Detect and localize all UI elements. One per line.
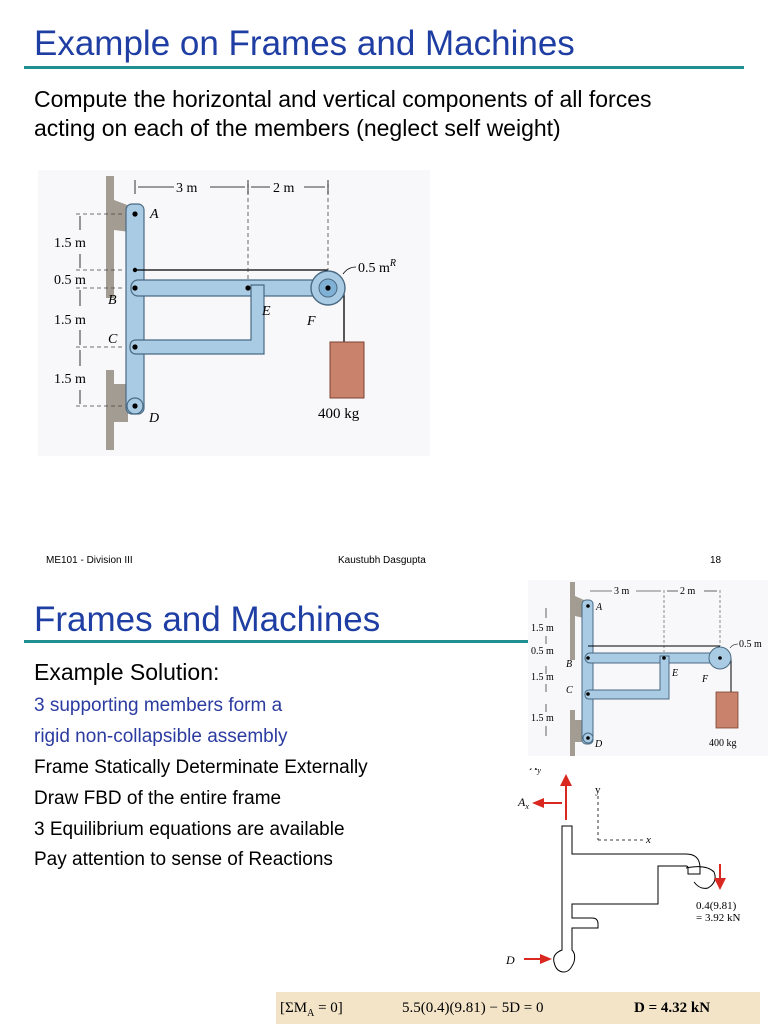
dim-1-5m-mid: 1.5 m <box>531 672 554 683</box>
dim-1-5m-bottom: 1.5 m <box>531 713 554 724</box>
dim-0-5m: 0.5 m <box>54 273 86 288</box>
member-CE <box>584 655 670 700</box>
label-E: E <box>261 304 271 319</box>
label-F: F <box>701 674 709 685</box>
label-B: B <box>566 659 572 670</box>
dim-3m: 3 m <box>614 586 630 597</box>
label-A: A <box>595 602 603 613</box>
mass-block <box>715 691 739 729</box>
solution-subtitle: Example Solution: <box>34 659 220 685</box>
label-D: D <box>148 411 159 426</box>
dim-1-5m-top: 1.5 m <box>54 236 86 251</box>
label-C: C <box>566 685 573 696</box>
slide-2: Frames and Machines Example Solution: 3 … <box>0 580 768 1024</box>
dim-2m: 2 m <box>680 586 696 597</box>
equation-moment: [ΣMA = 0] <box>280 1000 343 1019</box>
lower-wall <box>106 370 128 450</box>
solution-line-3: Frame Statically Determinate Externally <box>34 757 368 778</box>
equation-strip: [ΣMA = 0] 5.5(0.4)(9.81) − 5D = 0 D = 4.… <box>276 992 760 1024</box>
footer-course: ME101 - Division III <box>46 555 133 566</box>
question-line-1: Compute the horizontal and vertical comp… <box>34 86 652 112</box>
slide-title: Example on Frames and Machines <box>34 24 575 63</box>
mass-label: 400 kg <box>318 406 360 422</box>
member-AD <box>581 599 594 745</box>
question-line-2: acting on each of the members (neglect s… <box>34 115 561 141</box>
mass-block <box>329 341 365 399</box>
frame-figure-small: 3 m 2 m 1.5 m 0.5 m 1.5 m 1.5 m 0.5 m A … <box>528 580 768 756</box>
frame-figure: 3 m 2 m 1.5 m 0.5 m 1.5 m 1.5 m 0.5 mR A… <box>38 170 430 456</box>
equation-result: D = 4.32 kN <box>634 1000 711 1016</box>
solution-line-2: rigid non-collapsible assembly <box>34 726 288 747</box>
dim-0-5m: 0.5 m <box>531 646 554 657</box>
label-D: D <box>505 953 515 967</box>
axis-x: x <box>645 834 651 846</box>
title-rule <box>24 66 744 69</box>
solution-line-4: Draw FBD of the entire frame <box>34 788 282 809</box>
member-AD <box>125 203 145 415</box>
pulley-radius-label: 0.5 m <box>739 639 762 650</box>
fbd-outline <box>553 825 701 973</box>
solution-line-6: Pay attention to sense of Reactions <box>34 849 333 870</box>
footer-page-number: 18 <box>710 555 722 566</box>
label-Ax: Ax <box>517 795 529 811</box>
arrow-D <box>524 954 552 964</box>
label-B: B <box>108 293 117 308</box>
mass-label: 400 kg <box>709 738 737 749</box>
pins <box>132 211 331 409</box>
arrow-Ay <box>560 774 572 820</box>
dim-1-5m-bottom: 1.5 m <box>54 372 86 387</box>
pulley-radius-label: 0.5 mR <box>358 258 396 276</box>
label-A: A <box>149 207 159 222</box>
member-BF <box>584 652 726 664</box>
label-F: F <box>306 314 316 329</box>
label-Ay-main: Ay <box>529 768 541 775</box>
arrow-load <box>714 864 726 890</box>
title-rule <box>24 640 528 643</box>
member-CE <box>129 284 265 355</box>
label-D: D <box>594 739 603 750</box>
solution-line-1: 3 supporting members form a <box>34 695 283 716</box>
fbd-figure: y x Ay Ax 0.4(9.81) = 3.92 kN D <box>505 768 740 973</box>
equation-body: 5.5(0.4)(9.81) − 5D = 0 <box>402 1000 544 1016</box>
footer-author: Kaustubh Dasgupta <box>338 555 426 566</box>
axis-y: y <box>595 784 601 796</box>
slide-1: Example on Frames and Machines Compute t… <box>24 24 744 566</box>
label-E: E <box>671 668 678 679</box>
load-line-2: = 3.92 kN <box>696 912 740 924</box>
slide-title: Frames and Machines <box>34 600 381 639</box>
member-BF <box>130 279 332 297</box>
arrow-Ax <box>532 798 562 808</box>
dim-3m: 3 m <box>176 181 198 196</box>
label-C: C <box>108 332 118 347</box>
load-line-1: 0.4(9.81) <box>696 900 737 912</box>
dim-1-5m-top: 1.5 m <box>531 623 554 634</box>
solution-line-5: 3 Equilibrium equations are available <box>34 819 345 840</box>
dim-2m: 2 m <box>273 181 295 196</box>
dim-1-5m-mid: 1.5 m <box>54 313 86 328</box>
